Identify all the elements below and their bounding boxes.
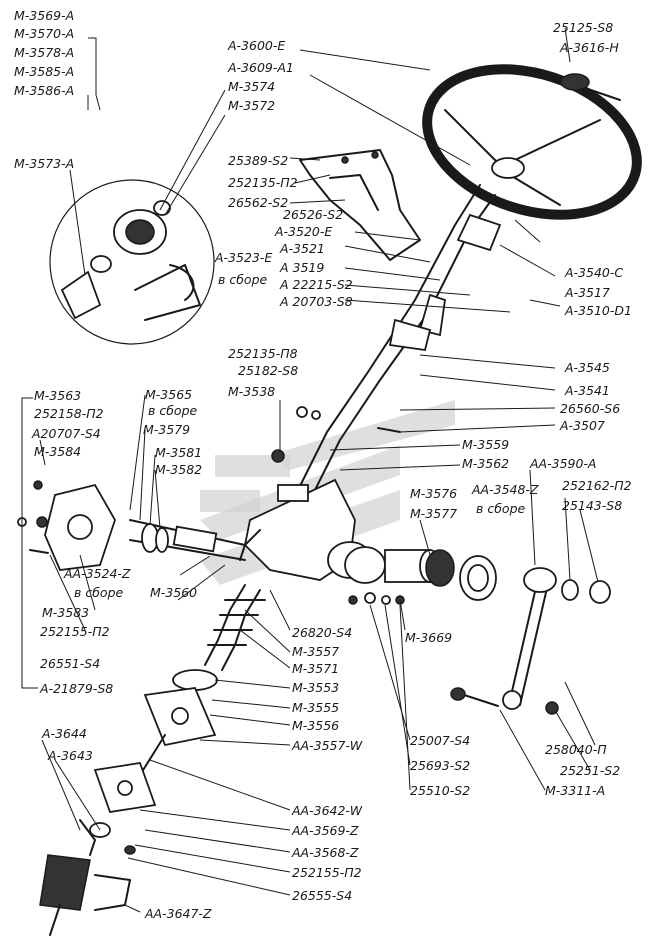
horn-button <box>560 73 621 101</box>
label-a-3545: A-3545 <box>564 360 610 375</box>
label-a-3519: A 3519 <box>279 260 324 275</box>
label-m-3669: M-3669 <box>405 630 452 645</box>
label-a-3644: A-3644 <box>41 726 87 741</box>
label-a20707-s4: A20707-S4 <box>31 426 101 441</box>
label-a-3540-c: A-3540-C <box>564 265 623 280</box>
label-m-3577: M-3577 <box>410 506 457 521</box>
lower-column-spring <box>172 584 266 691</box>
label-25510-s2: 25510-S2 <box>410 783 470 798</box>
label-a-3616-h: A-3616-H <box>559 40 619 55</box>
label-26820-s4: 26820-S4 <box>292 625 352 640</box>
label-a-20703-s8: A 20703-S8 <box>279 294 353 309</box>
label-a-3523-e: A-3523-E <box>214 250 272 265</box>
label-26560-s6: 26560-S6 <box>560 401 620 416</box>
horn-contact-assembly <box>39 819 136 936</box>
label-m-3563: M-3563 <box>34 388 81 403</box>
label-m-3557: M-3557 <box>292 644 339 659</box>
label-252155-p2-a: 252155-П2 <box>40 624 110 639</box>
part-labels: M-3569-A M-3570-A M-3578-A M-3585-A M-35… <box>14 8 632 921</box>
label-aa-3569-z: AA-3569-Z <box>291 823 359 838</box>
label-26526-s2: 26526-S2 <box>283 207 343 222</box>
label-25007-s4: 25007-S4 <box>410 733 470 748</box>
pitman-arm <box>450 567 611 715</box>
label-aa-3647-z: AA-3647-Z <box>144 906 212 921</box>
label-m-3569-a: M-3569-A <box>14 8 74 23</box>
label-258040-p: 258040-П <box>545 742 607 757</box>
label-a-3643: A-3643 <box>47 748 93 763</box>
label-m-3573-a: M-3573-A <box>14 156 74 171</box>
label-a-3609-a1: A-3609-A1 <box>227 60 294 75</box>
label-252158-p2: 252158-П2 <box>34 406 104 421</box>
label-m-3578-a: M-3578-A <box>14 45 74 60</box>
column-bracket <box>299 149 421 261</box>
label-v-sbore-2: в сборе <box>148 403 198 418</box>
label-25143-s8: 25143-S8 <box>562 498 622 513</box>
label-m-3553: M-3553 <box>292 680 339 695</box>
label-m-3584: M-3584 <box>34 444 81 459</box>
label-m-3574: M-3574 <box>228 79 275 94</box>
label-25182-s8: 25182-S8 <box>238 363 298 378</box>
label-252155-p2-b: 252155-П2 <box>292 865 362 880</box>
label-26562-s2: 26562-S2 <box>228 195 288 210</box>
label-m-3562: M-3562 <box>462 456 509 471</box>
label-m-3556: M-3556 <box>292 718 339 733</box>
label-25251-s2: 25251-S2 <box>560 763 620 778</box>
label-25693-s2: 25693-S2 <box>410 758 470 773</box>
label-a-3521: A-3521 <box>279 241 325 256</box>
label-m-3571: M-3571 <box>292 661 339 676</box>
steering-wheel <box>422 64 642 220</box>
fasteners <box>17 406 405 605</box>
label-v-sbore-3: в сборе <box>476 501 526 516</box>
label-a-3541: A-3541 <box>564 383 610 398</box>
label-a-21879-s8: A-21879-S8 <box>39 681 113 696</box>
label-25125-s8: 25125-S8 <box>553 20 613 35</box>
label-25389-s2: 25389-S2 <box>228 153 288 168</box>
label-m-3585-a: M-3585-A <box>14 64 74 79</box>
label-v-sbore-4: в сборе <box>74 585 124 600</box>
label-aa-3642-w: AA-3642-W <box>291 803 363 818</box>
label-m-3579: M-3579 <box>143 422 190 437</box>
label-a-22215-s2: A 22215-S2 <box>279 277 353 292</box>
label-m-3311-a: M-3311-A <box>545 783 605 798</box>
label-m-3538: M-3538 <box>228 384 275 399</box>
label-26551-s4: 26551-S4 <box>40 656 100 671</box>
label-m-3560: M-3560 <box>150 585 197 600</box>
label-m-3582: M-3582 <box>155 462 202 477</box>
universal-joint <box>33 480 116 571</box>
label-a-3520-e: A-3520-E <box>274 224 332 239</box>
label-aa-3524-z: AA-3524-Z <box>63 566 131 581</box>
label-m-3586-a: M-3586-A <box>14 83 74 98</box>
label-26555-s4: 26555-S4 <box>292 888 352 903</box>
label-m-3565: M-3565 <box>145 387 192 402</box>
label-v-sbore-1: в сборе <box>218 272 268 287</box>
label-252162-p2: 252162-П2 <box>562 478 632 493</box>
label-aa-3568-z: AA-3568-Z <box>291 845 359 860</box>
label-aa-3548-z: AA-3548-Z <box>471 482 539 497</box>
label-m-3555: M-3555 <box>292 700 339 715</box>
label-m-3570-a: M-3570-A <box>14 26 74 41</box>
label-252135-p2: 252135-П2 <box>228 175 298 190</box>
leader-lines <box>21 27 599 913</box>
sector-shaft-parts <box>344 546 497 601</box>
label-m-3576: M-3576 <box>410 486 457 501</box>
label-a-3600-e: A-3600-E <box>227 38 285 53</box>
label-m-3583: M-3583 <box>42 605 89 620</box>
label-a-3517: A-3517 <box>564 285 610 300</box>
label-a-3510-d1: A-3510-D1 <box>564 303 632 318</box>
label-252135-p8: 252135-П8 <box>228 346 298 361</box>
label-m-3559: M-3559 <box>462 437 509 452</box>
label-aa-3590-a: AA-3590-A <box>529 456 597 471</box>
label-m-3572: M-3572 <box>228 98 275 113</box>
detail-inset <box>49 179 215 345</box>
label-aa-3557-w: AA-3557-W <box>291 738 363 753</box>
lower-flange-plate <box>93 687 217 814</box>
label-a-3507: A-3507 <box>559 418 605 433</box>
label-m-3581: M-3581 <box>155 445 202 460</box>
